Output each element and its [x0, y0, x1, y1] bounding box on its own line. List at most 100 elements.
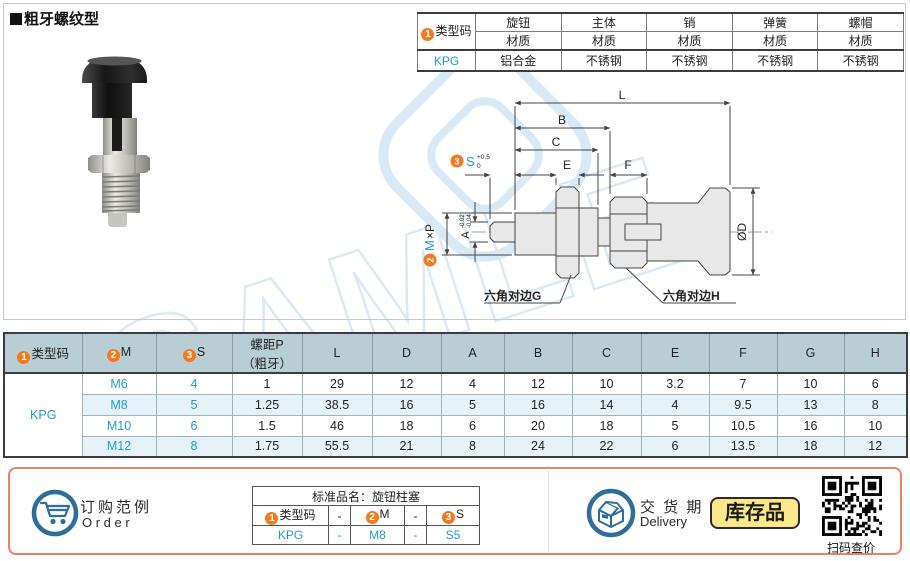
order-value-m: M8: [350, 525, 405, 545]
cell-g: 13: [776, 393, 845, 416]
material-col-header: 弹簧: [731, 12, 819, 32]
cell-a: 6: [440, 414, 505, 437]
spec-header: D: [371, 332, 442, 374]
product-photo: [82, 56, 150, 227]
order-dash: -: [328, 505, 351, 526]
order-value-code: KPG: [252, 525, 329, 545]
cell-g: 16: [776, 414, 845, 437]
dim-label-L: L: [619, 88, 626, 102]
cell-c: 18: [571, 414, 642, 437]
cell-l: 55.5: [301, 435, 373, 458]
cell-b: 24: [503, 435, 573, 458]
dim-label-F: F: [624, 158, 631, 172]
order-dash: -: [328, 525, 351, 545]
cell-c: 14: [571, 393, 642, 416]
cell-g: 18: [776, 435, 845, 458]
num-1-icon: 1: [17, 350, 31, 364]
dim-label-xP: ×P: [423, 224, 437, 239]
material-value: 不锈钢: [731, 49, 819, 72]
cell-d: 21: [371, 435, 442, 458]
stock-status-badge: 库存品: [710, 497, 800, 529]
num-2-icon: 2: [365, 511, 379, 524]
plunger-outline: [489, 186, 731, 279]
spec-header: B: [503, 332, 573, 374]
cell-m: M12: [81, 435, 157, 458]
cell-h: 10: [843, 414, 908, 437]
cell-p: 1.25: [231, 393, 303, 416]
num-3-icon: 3: [182, 348, 196, 362]
cell-a: 4: [440, 372, 505, 395]
spec-header: A: [440, 332, 505, 374]
spec-row: KPG M6 4 1 29 12 4 12 10 3.2 7 10 6: [3, 372, 908, 458]
cell-h: 6: [843, 372, 908, 395]
num-1-icon: 1: [421, 28, 435, 41]
a-tol-bottom: -0.04: [467, 214, 473, 228]
cell-e: 5: [640, 414, 710, 437]
material-value: 不锈钢: [817, 49, 904, 72]
material-value: 不锈钢: [646, 49, 733, 72]
cell-s: 6: [155, 414, 233, 437]
footer-section: [8, 467, 902, 555]
spec-header: C: [571, 332, 642, 374]
cell-e: 6: [640, 435, 710, 458]
qr-finder-patterns: [822, 476, 882, 536]
knob-stem: [92, 83, 132, 118]
cell-f: 13.5: [708, 435, 778, 458]
cell-g: 10: [776, 372, 845, 395]
spec-header: E: [640, 332, 710, 374]
title-square-icon: [10, 13, 22, 25]
qr-code: [822, 476, 882, 536]
svg-text:2: 2: [426, 257, 436, 262]
cell-p: 1.5: [231, 414, 303, 437]
cell-f: 10.5: [708, 414, 778, 437]
cell-s: 8: [155, 435, 233, 458]
order-product-name: 标准品名：旋钮柱塞: [252, 486, 480, 506]
cell-m: M6: [81, 372, 157, 395]
dimension-lines: [442, 100, 760, 304]
footer-divider: [548, 471, 549, 551]
dim-label-M: M: [422, 240, 437, 251]
hex-g-label: 六角对边G: [484, 288, 541, 303]
material-col-header: 销: [646, 12, 733, 32]
dim-label-D: ØD: [735, 223, 749, 241]
cell-a: 8: [440, 435, 505, 458]
num-3-icon: [450, 154, 464, 168]
dim-label-S: S: [466, 154, 475, 169]
material-sub-header: 材质: [646, 31, 733, 51]
cell-h: 12: [843, 435, 908, 458]
cell-f: 9.5: [708, 393, 778, 416]
dim-label-MxP-group: 2 M ×P: [422, 224, 437, 267]
qr-caption: 扫码查价: [826, 541, 875, 555]
top-section-border: [3, 3, 906, 320]
material-sub-header: 材质: [817, 31, 904, 51]
dim-label-A: A: [460, 231, 472, 239]
spec-code-value: KPG: [3, 372, 83, 458]
s-tol-bottom: 0: [477, 163, 481, 170]
material-sub-header: 材质: [731, 31, 819, 51]
cell-m: M10: [81, 414, 157, 437]
material-value: 铝合金: [475, 49, 562, 72]
num-1-icon: 1: [265, 512, 279, 525]
a-tol-top: -0.02: [460, 214, 466, 228]
cell-m: M8: [81, 393, 157, 416]
cell-p: 1.75: [231, 435, 303, 458]
cell-e: 4: [640, 393, 710, 416]
spec-header: L: [301, 332, 373, 374]
dim-label-B: B: [558, 113, 566, 127]
cell-f: 7: [708, 372, 778, 395]
technical-drawing: L B C E F 3 S +0.5 0 2 M ×P A -0.02 -0.0…: [422, 88, 772, 304]
cell-e: 3.2: [640, 372, 710, 395]
order-example-label-en: O r d e r: [82, 515, 130, 530]
order-value-s: S5: [426, 525, 480, 545]
material-col-header: 旋钮: [475, 12, 562, 32]
spec-header: G: [776, 332, 845, 374]
num-2-icon: 2: [106, 348, 120, 362]
cell-d: 18: [371, 414, 442, 437]
page-title: 粗牙螺纹型: [10, 8, 99, 29]
dim-label-C: C: [552, 135, 561, 149]
cell-d: 16: [371, 393, 442, 416]
dim-label-A-group: A -0.02 -0.04: [460, 214, 473, 239]
